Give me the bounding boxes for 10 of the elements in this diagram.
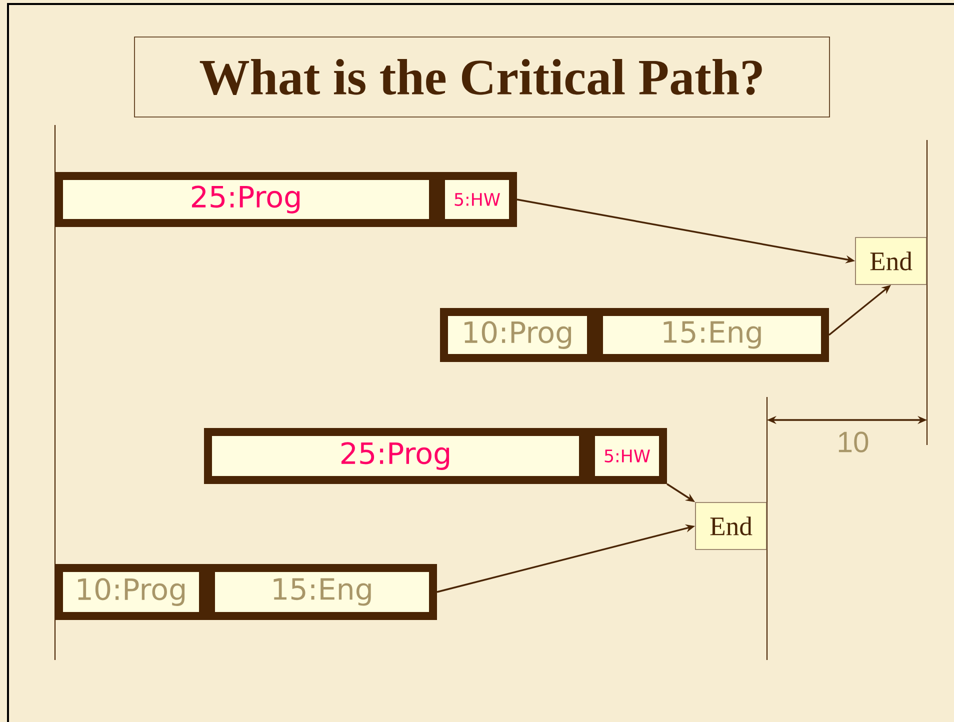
- end-box: End: [695, 502, 767, 550]
- task-bar: 5:HW: [437, 172, 517, 227]
- task-bar: 10:Prog: [55, 564, 207, 620]
- title-box: What is the Critical Path?: [134, 36, 830, 118]
- task-bar: 10:Prog: [440, 308, 595, 362]
- task-bar: 15:Eng: [595, 308, 829, 362]
- end-box: End: [855, 237, 927, 285]
- task-bar: 5:HW: [587, 428, 667, 484]
- task-bar: 15:Eng: [207, 564, 437, 620]
- dimension-label: 10: [838, 432, 868, 452]
